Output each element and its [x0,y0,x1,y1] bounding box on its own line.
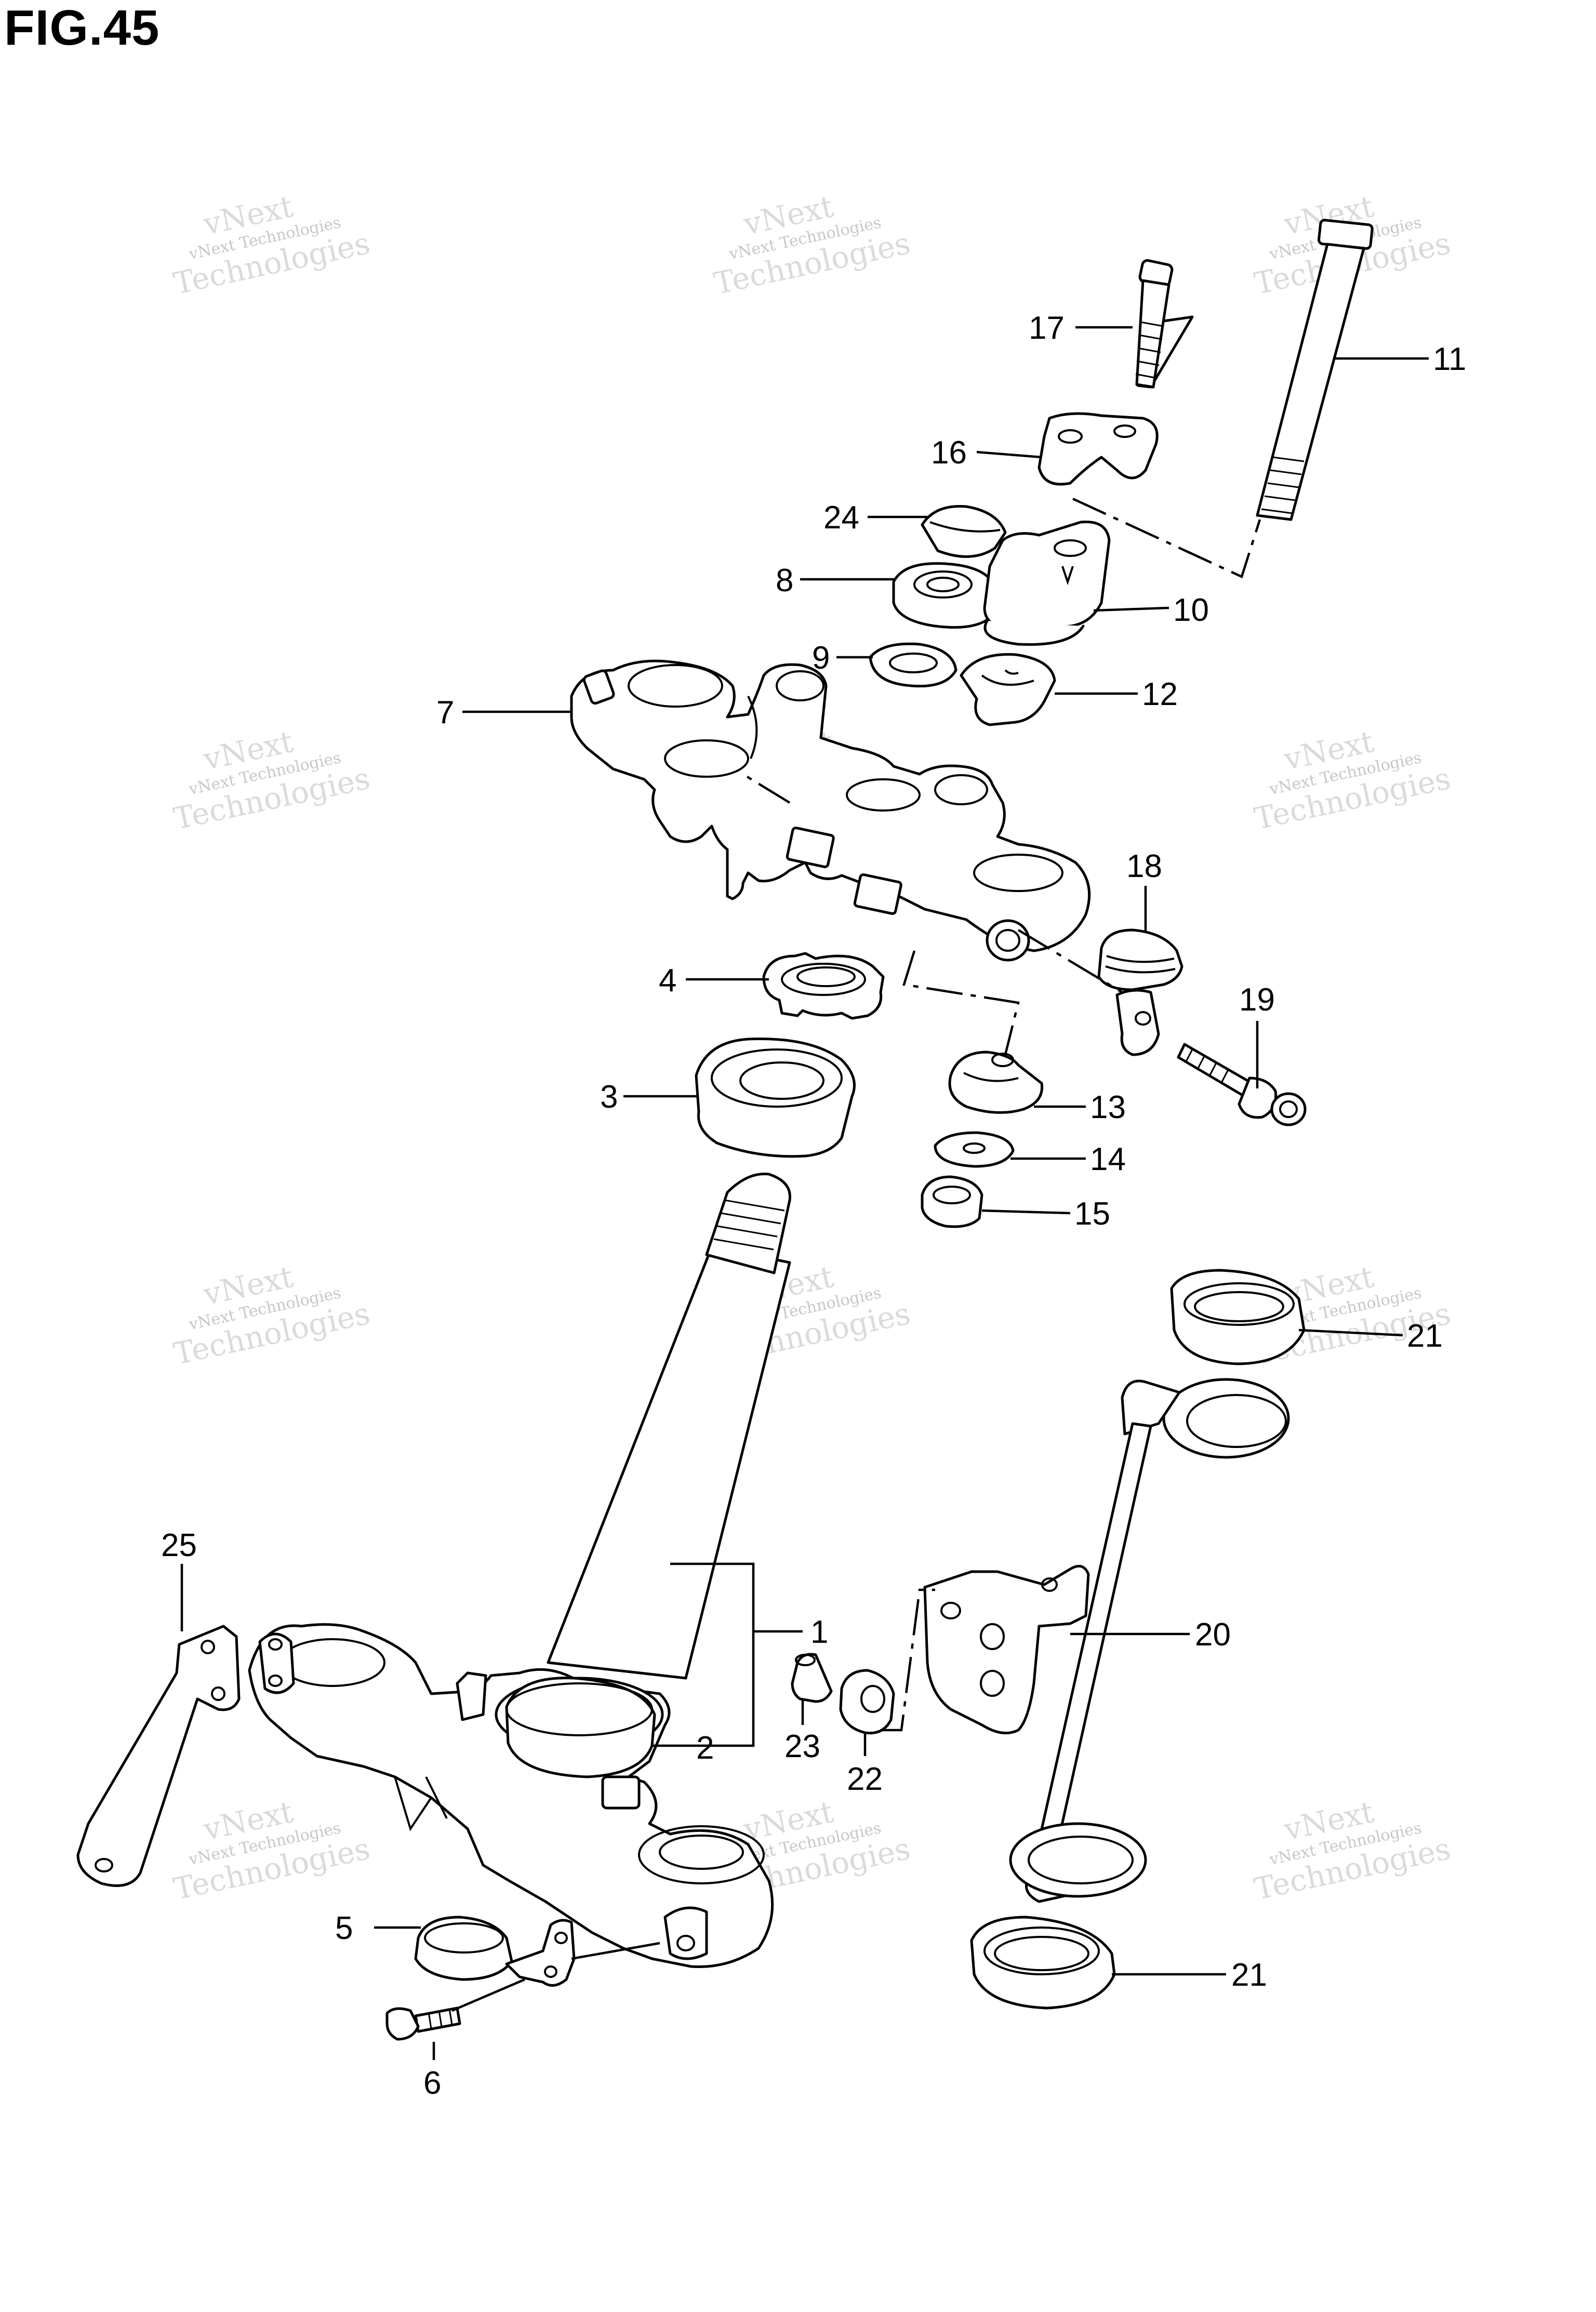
callout-24: 25 [161,1527,197,1563]
part-5-grommet [414,1916,513,1981]
part-21-grommet-bottom [970,1916,1116,2010]
part-24-lower-bracket-lever [76,1625,241,1887]
part-25-cap [921,504,1007,558]
watermark: vNext vNext Technologies Technologies [170,189,373,301]
callout-1: 1 [810,1614,828,1650]
part-11-long-bolt [1256,219,1374,521]
callout-21-top: 21 [1407,1318,1443,1354]
part-19-bolt [1177,1043,1307,1126]
callout-16: 16 [931,435,967,471]
figure-title: FIG.45 [4,0,160,56]
watermark: vNext vNext Technologies Technologies [1251,1794,1454,1907]
callout-12: 12 [1142,676,1178,712]
callout-17: 17 [1029,310,1065,346]
part-7-upper-bracket [570,659,1091,962]
callout-9: 9 [812,640,830,676]
callout-18: 18 [1126,848,1162,884]
callout-labels: 17 11 16 24 8 9 10 12 7 18 19 4 3 13 14 … [161,310,1466,2101]
leader-lines [180,326,1429,2060]
part-1-lower-bracket [248,1623,774,1969]
callout-10: 10 [1173,592,1209,628]
callout-8: 8 [776,563,793,599]
callout-2: 2 [696,1730,714,1766]
alignment-lines [742,497,1261,1732]
watermark: vNext vNext Technologies Technologies [170,724,373,836]
part-23-spacer [791,1653,833,1703]
callout-22: 22 [847,1761,883,1797]
part-2-dust-seal [505,1677,656,1778]
part-15-nut [921,1175,983,1228]
part-18-clip [1097,928,1183,1056]
watermark: vNext vNext Technologies Technologies [170,1259,373,1372]
part-14-washer [934,1131,1015,1168]
callout-4: 4 [659,963,676,999]
watermark: vNext vNext Technologies Technologies [170,1794,373,1907]
part-16-handlebar-clamp [1038,412,1159,486]
part-6-bolt [385,2007,461,2041]
watermark: vNext vNext Technologies Technologies [711,189,913,301]
part-8-nut [892,562,996,629]
callout-19: 19 [1239,982,1275,1018]
part-20-headlight-bracket [923,1378,1290,1903]
part-1-steering-stem [547,1172,791,1680]
callout-21-bottom: 21 [1231,1957,1267,1993]
part-22-grommet [839,1669,895,1735]
callout-25: 24 [823,500,859,536]
callout-6: 6 [423,2065,441,2101]
part-13-damper [948,1051,1044,1114]
callout-13: 13 [1090,1089,1126,1125]
part-10-handlebar-holder [983,520,1111,646]
part-3-bearing [695,1038,856,1158]
callout-7: 7 [436,695,454,730]
part-9-washer [869,642,957,688]
callout-5: 5 [335,1910,353,1946]
part-12-damper [960,653,1056,726]
callout-14: 14 [1090,1141,1126,1177]
part-17-bolt [1135,259,1194,389]
callout-15: 15 [1074,1196,1110,1232]
part-21-grommet-top [1170,1269,1306,1365]
part-4-steering-nut [762,952,885,1020]
part-5-stay [505,1919,576,1987]
callout-3: 3 [600,1079,618,1115]
watermark: vNext vNext Technologies Technologies [1251,724,1454,836]
callout-20: 20 [1195,1617,1231,1653]
callout-23: 23 [784,1729,820,1764]
callout-11: 11 [1433,341,1466,377]
